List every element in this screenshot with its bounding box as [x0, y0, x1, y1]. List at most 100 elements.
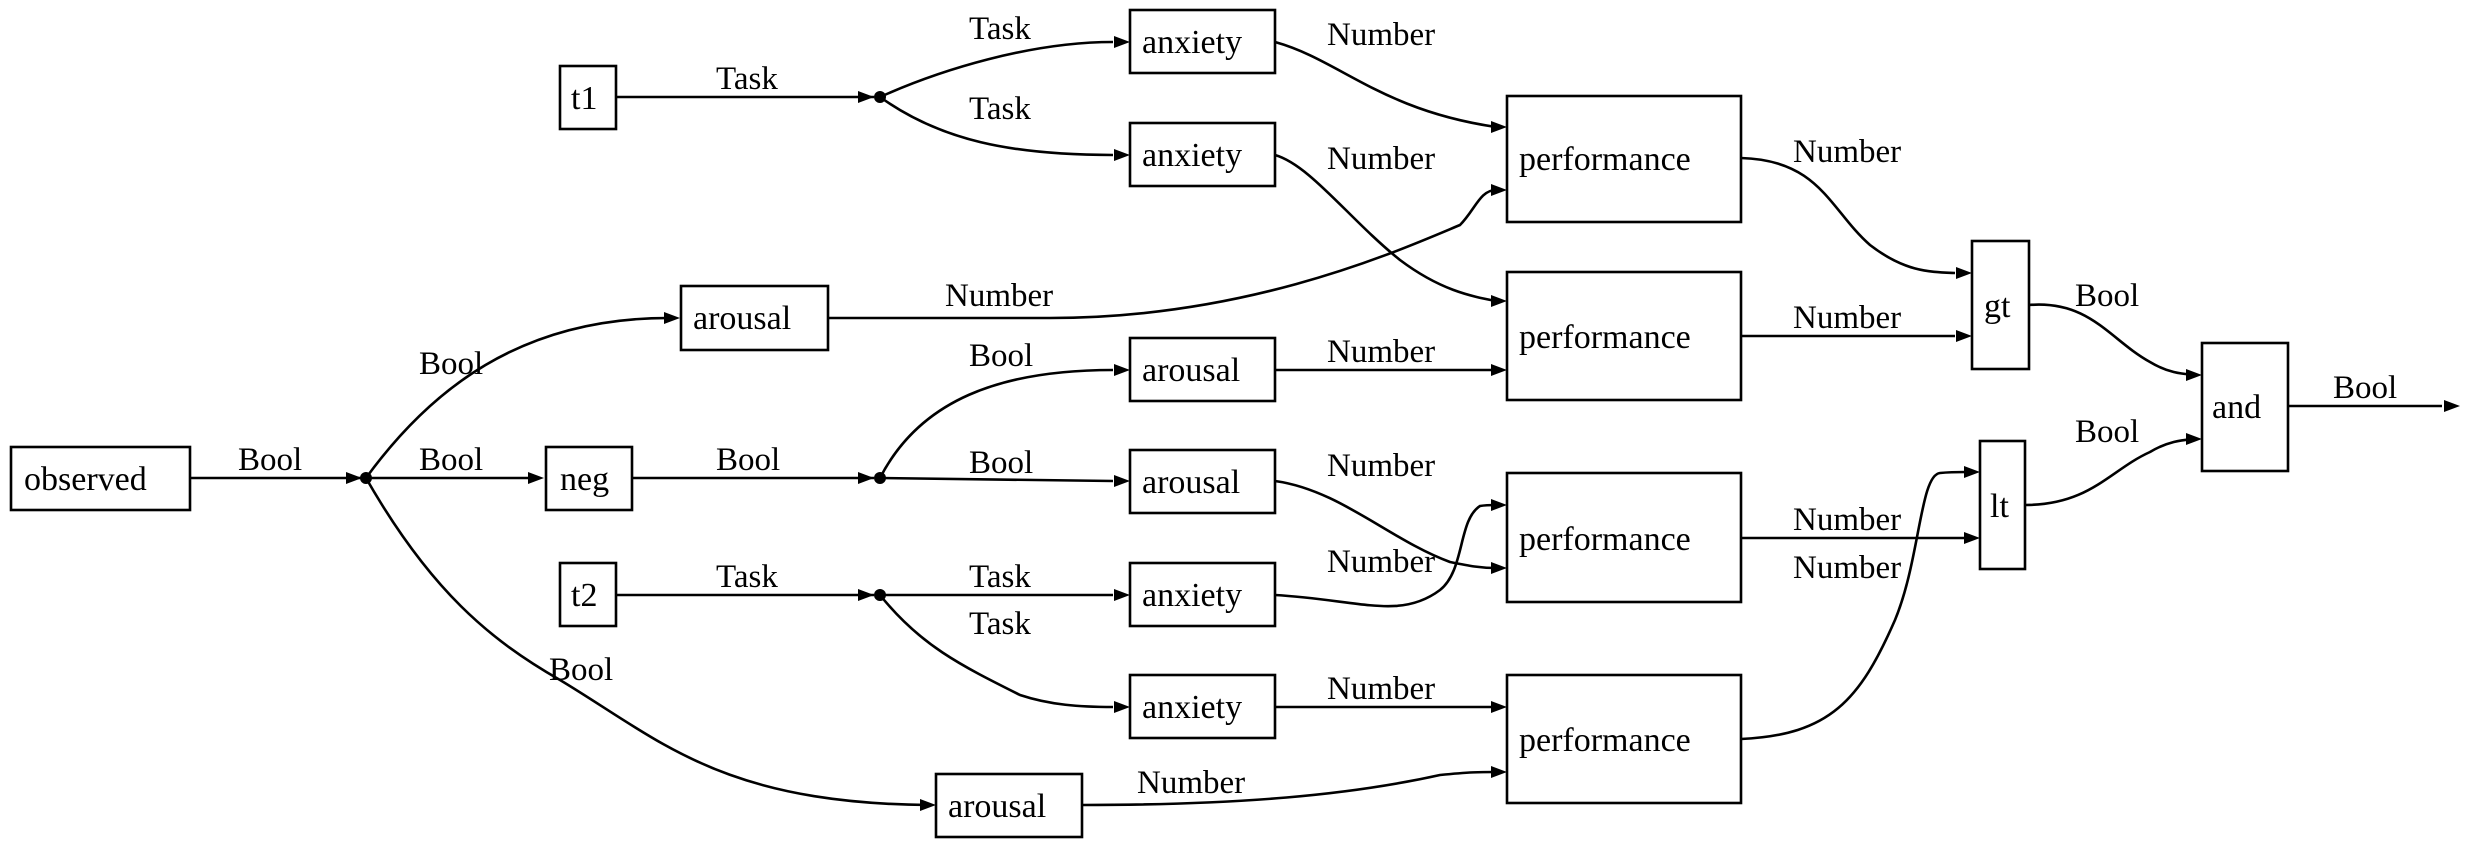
edge-arousal-c-to-performance-c	[1274, 479, 1497, 570]
edge-junction-to-arousal-c	[879, 476, 1114, 483]
node-and-label: and	[2212, 389, 2261, 426]
edge-label-observed-out: Bool	[238, 442, 302, 478]
arrow-head	[2444, 400, 2460, 412]
junction-t2	[874, 589, 886, 601]
arrow-head	[528, 472, 544, 484]
edge-label-t1-out: Task	[716, 61, 778, 97]
edges	[190, 40, 2442, 807]
edge-label-arousal-a-perf: Number	[945, 278, 1053, 314]
edge-junction-to-arousal-bottom	[364, 477, 929, 807]
node-anxiety-b: anxiety	[1128, 121, 1277, 188]
arrow-head	[1114, 589, 1130, 601]
edge-label-perf-d-lt: Number	[1793, 550, 1901, 586]
arrow-head	[858, 91, 874, 103]
arrow-head	[346, 472, 362, 484]
arrow-head	[664, 312, 680, 324]
arrow-head	[858, 472, 874, 484]
node-gt: gt	[1970, 239, 2031, 371]
node-t1: t1	[558, 64, 618, 131]
node-anxiety-a: anxiety	[1128, 8, 1277, 75]
node-anxiety-c: anxiety	[1128, 561, 1277, 628]
edge-junction-to-arousal-top	[364, 316, 669, 479]
node-performance-b-label: performance	[1519, 319, 1691, 356]
arrow-head	[1114, 149, 1130, 161]
arrow-head	[1491, 295, 1507, 307]
arrow-head	[1114, 36, 1130, 48]
edge-label-anxiety-b-perf: Number	[1327, 141, 1435, 177]
edge-junction-to-anxiety-d	[878, 594, 1114, 709]
node-performance-c-label: performance	[1519, 521, 1691, 558]
node-arousal-d-label: arousal	[948, 788, 1046, 825]
edge-lt-to-and	[2024, 437, 2196, 507]
node-lt-label: lt	[1990, 488, 2009, 525]
arrow-head	[1491, 766, 1507, 778]
node-arousal-c-label: arousal	[1142, 464, 1240, 501]
node-anxiety-b-label: anxiety	[1142, 137, 1242, 174]
nodes: observed neg t1 t2 arousal arousal anxie…	[9, 8, 2290, 839]
arrow-head	[920, 799, 936, 811]
arrow-head	[1491, 701, 1507, 713]
edge-label-anxiety-c-perf: Number	[1327, 544, 1435, 580]
edge-arousal-d-to-performance-d	[1081, 770, 1497, 807]
edge-label-junction-arousal-b: Bool	[969, 338, 1033, 374]
node-and: and	[2200, 341, 2290, 473]
junction-t1	[874, 91, 886, 103]
arrow-head	[858, 589, 874, 601]
arrow-head	[2186, 369, 2202, 381]
node-arousal-a: arousal	[679, 284, 830, 352]
edge-arousal-a-to-performance-a	[828, 188, 1497, 320]
node-t1-label: t1	[571, 80, 597, 117]
arrow-head	[1114, 475, 1130, 487]
edge-label-junction-anxiety-c: Task	[969, 559, 1031, 595]
arrow-head	[1114, 364, 1130, 376]
node-lt: lt	[1978, 439, 2027, 571]
edge-gt-to-and	[2028, 303, 2196, 377]
node-anxiety-a-label: anxiety	[1142, 24, 1242, 61]
arrow-head	[1491, 184, 1507, 196]
junction-neg	[874, 472, 886, 484]
edge-anxiety-a-to-performance-a	[1274, 40, 1497, 129]
edge-anxiety-c-to-performance-c	[1274, 503, 1497, 608]
node-t2-label: t2	[571, 577, 597, 614]
node-performance-a: performance	[1505, 94, 1743, 224]
arrow-heads	[346, 36, 2460, 811]
junction-observed	[360, 472, 372, 484]
arrow-head	[1956, 267, 1972, 279]
edge-junction-to-anxiety-a	[879, 40, 1114, 99]
edge-label-perf-c-lt: Number	[1793, 502, 1901, 538]
node-neg-label: neg	[560, 461, 609, 498]
edge-label-junction-neg: Bool	[419, 442, 483, 478]
edge-label-junction-anxiety-b: Task	[969, 91, 1031, 127]
edge-anxiety-b-to-performance-b	[1274, 153, 1497, 303]
edge-label-junction-anxiety-d: Task	[969, 606, 1031, 642]
arrow-head	[1491, 562, 1507, 574]
edge-label-anxiety-a-perf: Number	[1327, 17, 1435, 53]
node-gt-label: gt	[1984, 288, 2011, 325]
edge-label-junction-anxiety-a: Task	[969, 11, 1031, 47]
edge-label-arousal-c-perf: Number	[1327, 448, 1435, 484]
node-arousal-b: arousal	[1128, 336, 1277, 403]
edge-label-arousal-b-perf: Number	[1327, 334, 1435, 370]
edge-label-t2-out: Task	[716, 559, 778, 595]
edge-label-junction-arousal-bottom: Bool	[549, 652, 613, 688]
edge-performance-a-to-gt	[1740, 156, 1956, 275]
edge-label-perf-a-gt: Number	[1793, 134, 1901, 170]
node-neg: neg	[544, 445, 634, 512]
node-arousal-a-label: arousal	[693, 300, 791, 337]
node-performance-d-label: performance	[1519, 722, 1691, 759]
arrow-head	[1114, 701, 1130, 713]
edge-label-anxiety-d-perf: Number	[1327, 671, 1435, 707]
node-t2: t2	[558, 561, 618, 628]
node-performance-b: performance	[1505, 270, 1743, 402]
arrow-head	[1964, 466, 1980, 478]
node-arousal-d: arousal	[934, 772, 1084, 839]
node-performance-a-label: performance	[1519, 141, 1691, 178]
node-anxiety-d-label: anxiety	[1142, 689, 1242, 726]
node-observed-label: observed	[24, 461, 147, 498]
node-performance-d: performance	[1505, 673, 1743, 805]
node-performance-c: performance	[1505, 471, 1743, 604]
arrow-head	[1491, 499, 1507, 511]
arrow-head	[1964, 532, 1980, 544]
edge-junction-to-arousal-b	[878, 368, 1114, 479]
node-anxiety-d: anxiety	[1128, 673, 1277, 740]
